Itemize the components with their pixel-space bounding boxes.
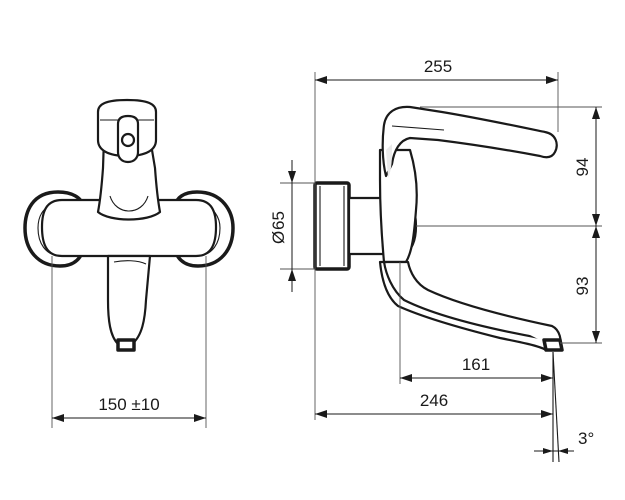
dim-label-mount: 150 ±10 [98,395,159,414]
cartridge-housing [96,136,162,221]
dim-label-diameter: 65 [269,211,288,230]
dim-label-angle: 3° [578,429,594,448]
front-spout [106,254,152,346]
front-view: 150 ±10 [23,98,235,428]
dim-label-handle: 94 [573,158,592,177]
dim-label-spout: 93 [573,277,592,296]
front-aerator [116,338,136,352]
dim-label-outlet: 246 [420,391,448,410]
dim-symbol-diameter: Ø [269,231,288,244]
side-view: 255 94 93 Ø 65 161 246 [269,57,602,463]
dim-label-total: 255 [424,57,452,76]
dim-label-spout-projection: 161 [462,355,490,374]
side-body [378,148,418,264]
angle-line-tilted [552,351,560,463]
side-aerator [542,338,564,352]
mixer-body [40,198,218,258]
side-lever [381,105,558,178]
